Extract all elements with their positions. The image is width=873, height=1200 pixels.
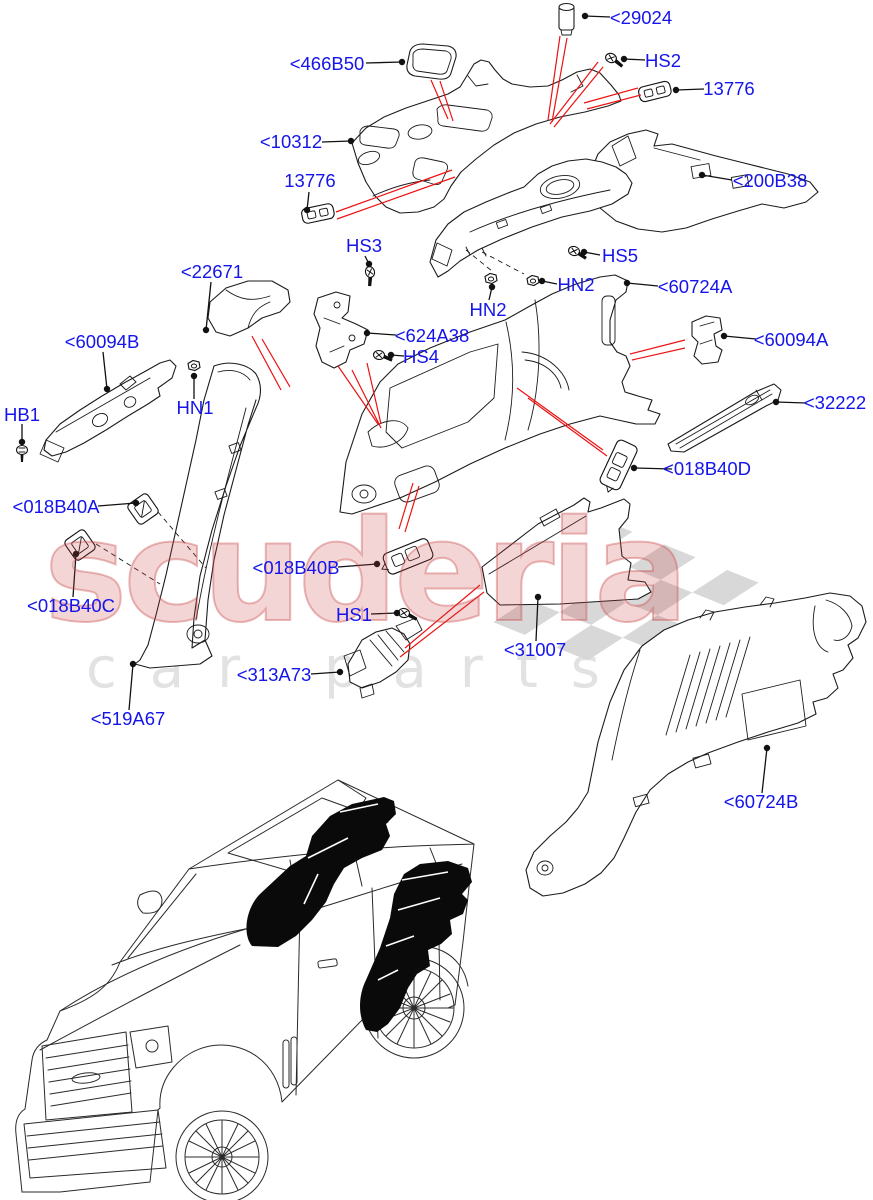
part-label-hs4[interactable]: HS4 [403, 346, 439, 367]
dashed-reference-lines [95, 249, 525, 585]
part-label-hn2-lower[interactable]: HN2 [469, 299, 507, 320]
part-label-60724a[interactable]: <60724A [657, 276, 733, 297]
part-200B38-bracket [587, 129, 819, 233]
part-label-466b50[interactable]: <466B50 [289, 53, 365, 74]
leader-lines [18, 12, 807, 794]
part-label-hs3[interactable]: HS3 [346, 235, 382, 256]
part-label-hn2-upper[interactable]: HN2 [557, 274, 595, 295]
part-label-hs2[interactable]: HS2 [645, 50, 681, 71]
part-31007-panel [481, 497, 652, 606]
nut-hn2-upper-icon [526, 274, 540, 287]
red-reference-lines [251, 35, 686, 658]
part-label-60724b[interactable]: <60724B [723, 791, 799, 812]
part-label-018b40b[interactable]: <018B40B [252, 557, 340, 578]
part-22671-trim [207, 280, 291, 337]
part-label-31007[interactable]: <31007 [503, 639, 567, 660]
highlighted-trim-left [246, 797, 396, 947]
part-29024-clip [558, 2, 575, 36]
part-label-29024[interactable]: <29024 [609, 7, 673, 28]
part-60094A-bracket [691, 315, 723, 365]
part-quarter-trim-assembly [339, 274, 661, 515]
highlighted-trim-right [360, 861, 472, 1032]
part-label-10312[interactable]: <10312 [259, 131, 323, 152]
part-313A73-module [343, 617, 423, 699]
part-label-hs1[interactable]: HS1 [336, 604, 372, 625]
screw-hs3-icon [362, 264, 379, 288]
part-label-32222[interactable]: <32222 [803, 392, 867, 413]
part-label-hn1[interactable]: HN1 [176, 397, 214, 418]
part-624A38-bracket [313, 291, 369, 369]
part-label-60094b[interactable]: <60094B [64, 331, 140, 352]
part-60724B-quarter-trim [525, 592, 867, 897]
part-label-200b38[interactable]: <200B38 [732, 170, 808, 191]
clip-018B40C-icon [62, 527, 98, 563]
part-label-313a73[interactable]: <313A73 [236, 664, 312, 685]
switch-018B40B-icon [376, 536, 435, 578]
part-console-support [429, 158, 633, 278]
screw-hs1-icon [397, 607, 420, 622]
part-label-hb1[interactable]: HB1 [4, 404, 40, 425]
nut-hn1-icon [187, 359, 201, 372]
part-label-018b40c[interactable]: <018B40C [27, 595, 115, 616]
part-label-519a67[interactable]: <519A67 [90, 708, 166, 729]
part-32222-tread-plate [667, 383, 782, 453]
part-label-018b40a[interactable]: <018B40A [12, 496, 100, 517]
clip-13776-left-icon [300, 202, 336, 225]
part-60094B-bracket [39, 359, 177, 463]
vehicle-line-art [15, 779, 475, 1200]
nut-hn2-lower-icon [484, 272, 498, 285]
part-label-hs5[interactable]: HS5 [602, 245, 638, 266]
clip-018B40A-icon [125, 491, 161, 527]
part-10312-cantrail-trim [351, 59, 622, 214]
part-label-624a38[interactable]: <624A38 [394, 325, 470, 346]
part-label-13776-right[interactable]: 13776 [703, 78, 755, 99]
bolt-hb1-icon [15, 444, 29, 462]
part-label-22671[interactable]: <22671 [180, 261, 244, 282]
part-466B50-cover [406, 43, 457, 80]
part-label-60094a[interactable]: <60094A [753, 329, 829, 350]
part-519A67-pillar-trim [134, 362, 262, 669]
clip-13776-right-icon [636, 79, 673, 104]
part-label-13776-left[interactable]: 13776 [284, 170, 336, 191]
part-label-018b40d[interactable]: <018B40D [663, 458, 751, 479]
